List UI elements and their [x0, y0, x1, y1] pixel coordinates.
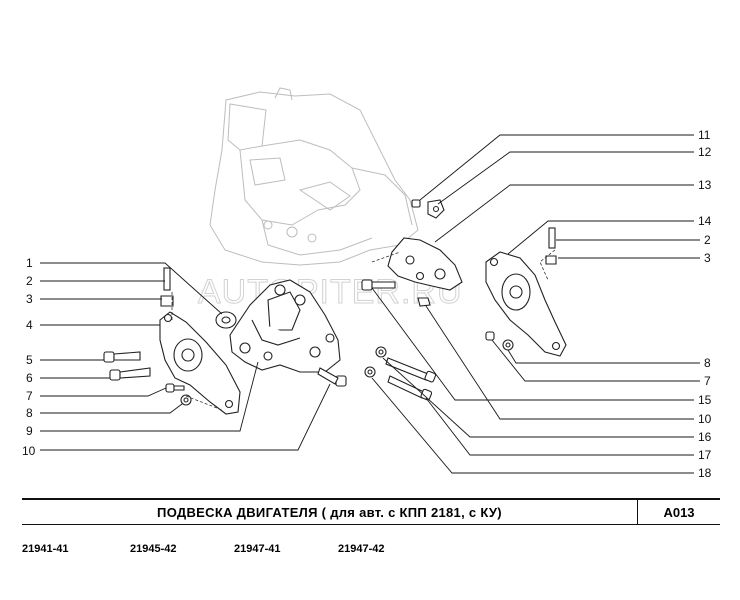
diagram-title: ПОДВЕСКА ДВИГАТЕЛЯ ( для авт. с КПП 2181… [157, 504, 502, 520]
model-code: 21947-42 [338, 543, 385, 555]
washer-1 [215, 311, 237, 329]
callout-left-1: 1 [26, 256, 33, 270]
callout-right-12: 12 [698, 145, 712, 159]
model-code: 21941-41 [22, 543, 69, 555]
callout-right-16: 16 [698, 430, 712, 444]
center-bracket [229, 279, 341, 373]
bolt-11 [411, 199, 421, 208]
callout-right-18: 18 [698, 466, 712, 480]
washer-8-right [502, 339, 514, 351]
engine-outline [209, 87, 419, 266]
callout-left-7: 7 [26, 389, 33, 403]
callout-left-5: 5 [26, 353, 33, 367]
left-callouts: 1 2 3 4 5 6 7 8 9 10 [22, 256, 331, 458]
callout-left-2: 2 [26, 274, 33, 288]
washer-8-left [180, 394, 192, 406]
nut-10-center [417, 297, 431, 307]
clip-12 [427, 199, 445, 219]
bolt-5 [103, 351, 141, 363]
long-bolt-16 [385, 357, 437, 383]
bolt-15 [361, 279, 396, 291]
right-callouts: 11 12 13 14 2 3 8 7 15 10 16 17 18 [371, 128, 712, 480]
right-mount [485, 251, 567, 357]
model-list: 21941-41 21945-42 21947-41 21947-42 [22, 543, 438, 555]
nut-3-right [545, 255, 557, 265]
model-code: 21947-41 [234, 543, 281, 555]
callout-right-13: 13 [698, 178, 712, 192]
upper-bracket [387, 237, 463, 291]
callout-right-10: 10 [698, 412, 712, 426]
stud-2-right [548, 227, 556, 249]
callout-left-10: 10 [22, 444, 36, 458]
left-mount-bracket [159, 311, 241, 415]
page-code: A013 [663, 504, 695, 520]
callout-left-9: 9 [26, 424, 33, 438]
title-bar: ПОДВЕСКА ДВИГАТЕЛЯ ( для авт. с КПП 2181… [22, 498, 720, 525]
callout-left-3: 3 [26, 292, 33, 306]
callout-right-3: 3 [704, 251, 711, 265]
washer-16 [375, 346, 387, 358]
title-separator [637, 500, 638, 524]
exploded-parts-diagram: AUTOPITER.RU [22, 87, 712, 480]
bolt-7-right [485, 331, 495, 341]
bolt-10-left [317, 367, 347, 387]
callout-left-4: 4 [26, 318, 33, 332]
callout-right-15: 15 [698, 393, 712, 407]
callout-right-11: 11 [698, 128, 711, 142]
model-code: 21945-42 [130, 543, 177, 555]
assembly-dashed-lines [171, 249, 556, 411]
bolt-6 [109, 367, 151, 381]
callout-right-7: 7 [704, 374, 711, 388]
callout-right-2: 2 [704, 233, 711, 247]
callout-right-14: 14 [698, 214, 712, 228]
callout-right-8: 8 [704, 356, 711, 370]
washer-18 [364, 366, 376, 378]
callout-left-6: 6 [26, 371, 33, 385]
callout-right-17: 17 [698, 448, 712, 462]
bolt-7-left [165, 383, 185, 393]
callout-left-8: 8 [26, 406, 33, 420]
stud-2-left [160, 267, 174, 307]
